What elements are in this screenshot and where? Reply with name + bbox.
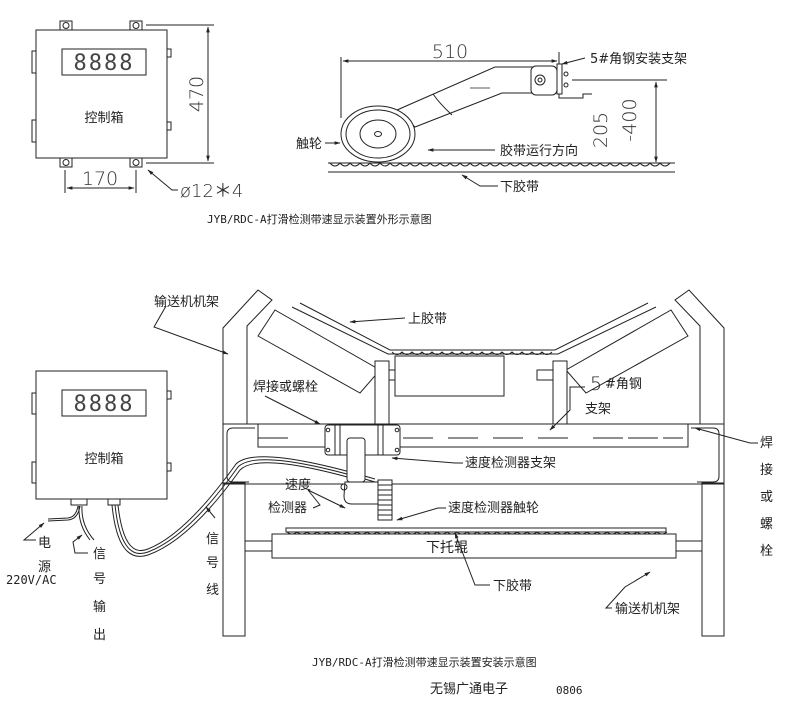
belt-direction-label: 胶带运行方向 [500,143,578,159]
control-box-label: 控制箱 [84,110,123,126]
svg-text:线: 线 [206,583,219,598]
conveyor-frame [222,289,725,637]
svg-text:号: 号 [93,572,106,587]
top-control-box: 8888 控制箱 [31,20,172,168]
svg-text:信: 信 [206,532,219,547]
digital-display [61,389,147,417]
conveyor-frame-label-bottom: 输送机机架 [615,601,680,617]
top-lower-belt-label: 下胶带 [500,179,539,195]
display-digits: 8888 [74,51,135,76]
center-roller [394,355,505,397]
svg-text:焊: 焊 [760,435,773,451]
angle-steel-bracket [257,423,689,448]
top-lower-belt [328,162,675,173]
sensor-bracket-label: 速度检测器支架 [465,455,556,471]
svg-text:电: 电 [38,536,51,551]
svg-text:出: 出 [93,628,106,643]
power-spec-label: 220V/AC [6,573,57,587]
dim-170-label: 170 [82,168,118,190]
digital-display [61,48,147,76]
hole-spec-label: ø12＊4 [180,181,243,202]
contact-wheel [340,105,416,163]
lower-roller [271,533,677,559]
dimension-205-400: 205 -400 [572,79,667,163]
top-sensor-arm: 510 [340,41,592,163]
lower-roller-label: 下托辊 [426,540,468,556]
dimension-width-170: 170 [64,168,137,193]
wheel-label: 触轮 [296,137,322,152]
power-label: 电 源 [38,536,51,575]
conveyor-frame-label-top: 输送机机架 [154,294,219,310]
dim-205-label: 205 [590,112,612,148]
dim-400-label: -400 [619,98,641,141]
dim-510-label: 510 [432,41,468,63]
sensor-wheel-label: 速度检测器触轮 [448,500,539,516]
signal-output-label: 信 号 输 出 [93,547,106,643]
bottom-caption: JYB/RDC-A打滑检测带速显示装置安装示意图 [312,655,537,669]
upper-belt-label: 上胶带 [408,311,447,327]
svg-text:输: 输 [93,599,106,615]
bottom-control-box: 8888 控制箱 [31,370,172,506]
control-box-label: 控制箱 [84,451,123,467]
speed-sensor-label-2: 检测器 [268,501,307,516]
weld-bolt-right-label: 焊 接 或 螺 栓 [760,435,773,559]
sensor-arm-body [396,66,536,128]
svg-text:信: 信 [93,547,106,562]
company-name: 无锡广通电子 [430,682,508,697]
hole-spec-callout: ø12＊4 [147,169,243,202]
svg-text:号: 号 [206,556,219,571]
bracket-label: 5#角钢安装支架 [590,52,687,67]
weld-bolt-left-label: 焊接或螺栓 [253,379,318,395]
svg-text:螺: 螺 [760,517,773,532]
speed-sensor-body [343,481,388,505]
drawing-code: 0806 [556,684,583,697]
speed-sensor-label-1: 速度 [285,477,311,493]
signal-line-label: 信 号 线 [206,532,219,598]
angle-steel-bracket-label: 支架 [585,402,611,417]
svg-text:或: 或 [760,490,773,505]
top-caption: JYB/RDC-A打滑检测带速显示装置外形示意图 [207,212,432,226]
cables [47,456,376,557]
dim-470-label: 470 [186,76,208,112]
display-digits: 8888 [74,392,135,417]
svg-text:源: 源 [38,560,51,575]
svg-text:接: 接 [760,462,773,478]
lower-belt-label: 下胶带 [493,578,532,594]
svg-text:栓: 栓 [760,544,773,559]
angle-steel-label: #角钢 [605,377,642,392]
angle-steel-number: 5 [590,373,602,395]
dimension-height-470: 470 [146,24,214,164]
